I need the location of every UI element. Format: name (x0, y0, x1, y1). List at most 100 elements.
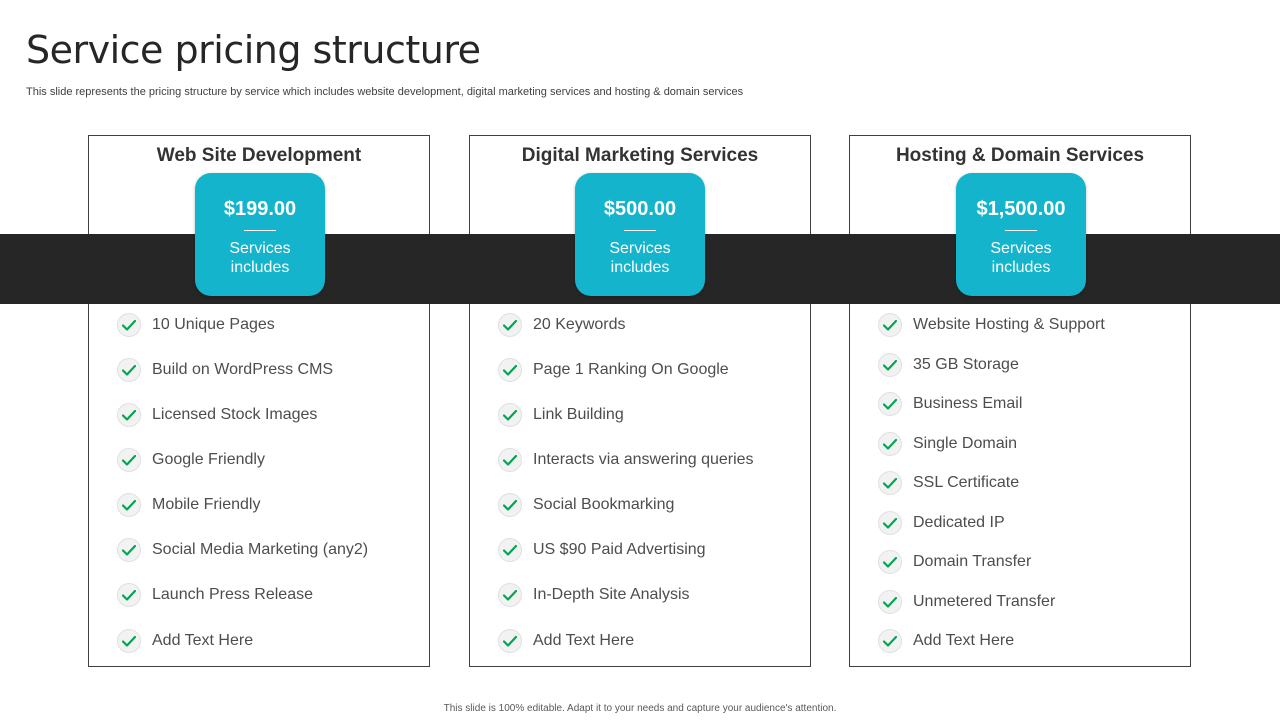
check-icon (878, 471, 902, 495)
list-item: Add Text Here (878, 629, 1014, 653)
check-icon (498, 493, 522, 517)
check-icon (117, 358, 141, 382)
price-divider (1005, 230, 1037, 231)
feature-label: Mobile Friendly (152, 496, 261, 513)
check-icon (117, 448, 141, 472)
price-value: $500.00 (603, 198, 677, 220)
check-icon (498, 448, 522, 472)
feature-label: SSL Certificate (913, 474, 1020, 491)
list-item: Launch Press Release (117, 583, 313, 607)
price-divider (624, 230, 656, 231)
price-caption: Services includes (575, 239, 705, 277)
price-divider (244, 230, 276, 231)
feature-label: Social Media Marketing (any2) (152, 541, 369, 558)
feature-label: Website Hosting & Support (913, 316, 1105, 333)
list-item: Social Bookmarking (498, 493, 674, 517)
price-caption-line-1: Services (229, 240, 291, 257)
check-icon (117, 403, 141, 427)
price-caption-line-1: Services (609, 240, 671, 257)
price-value: $1,500.00 (976, 198, 1066, 220)
check-icon (498, 403, 522, 427)
feature-label: Google Friendly (152, 451, 265, 468)
check-icon (878, 550, 902, 574)
check-icon (878, 313, 902, 337)
list-item: Mobile Friendly (117, 493, 260, 517)
footer-note: This slide is 100% editable. Adapt it to… (443, 703, 837, 714)
card-title: Digital Marketing Services (521, 145, 759, 166)
list-item: 10 Unique Pages (117, 313, 275, 337)
feature-label: Add Text Here (913, 632, 1015, 649)
check-icon (878, 511, 902, 535)
price-value: $199.00 (223, 198, 297, 220)
check-icon (498, 629, 522, 653)
price-caption: Services includes (195, 239, 325, 277)
feature-label: Social Bookmarking (533, 496, 675, 513)
feature-label: 10 Unique Pages (152, 316, 275, 333)
pricing-card-hosting-domain: Hosting & Domain Services Website Hostin… (849, 135, 1191, 667)
price-caption-line-2: includes (991, 259, 1051, 276)
feature-label: Unmetered Transfer (913, 593, 1056, 610)
list-item: Page 1 Ranking On Google (498, 358, 729, 382)
check-icon (878, 432, 902, 456)
list-item: Add Text Here (498, 629, 634, 653)
feature-label: In-Depth Site Analysis (533, 586, 690, 603)
list-item: Add Text Here (117, 629, 253, 653)
feature-label: Licensed Stock Images (152, 406, 318, 423)
price-caption-line-1: Services (990, 240, 1052, 257)
list-item: Interacts via answering queries (498, 448, 754, 472)
list-item: Unmetered Transfer (878, 590, 1055, 614)
price-caption-line-2: includes (230, 259, 290, 276)
list-item: Link Building (498, 403, 624, 427)
feature-label: Single Domain (913, 435, 1018, 452)
check-icon (878, 590, 902, 614)
list-item: 35 GB Storage (878, 353, 1019, 377)
feature-label: Build on WordPress CMS (152, 361, 334, 378)
list-item: Social Media Marketing (any2) (117, 538, 368, 562)
feature-label: US $90 Paid Advertising (533, 541, 706, 558)
list-item: Business Email (878, 392, 1022, 416)
list-item: Website Hosting & Support (878, 313, 1105, 337)
feature-label: Domain Transfer (913, 553, 1032, 570)
check-icon (117, 313, 141, 337)
check-icon (498, 583, 522, 607)
check-icon (117, 583, 141, 607)
check-icon (498, 538, 522, 562)
card-title: Web Site Development (156, 145, 362, 166)
feature-label: Add Text Here (533, 632, 635, 649)
page-title: Service pricing structure (26, 28, 481, 72)
list-item: Licensed Stock Images (117, 403, 317, 427)
check-icon (498, 358, 522, 382)
price-caption-line-2: includes (610, 259, 670, 276)
list-item: In-Depth Site Analysis (498, 583, 690, 607)
feature-label: Link Building (533, 406, 624, 423)
check-icon (878, 629, 902, 653)
feature-label: 20 Keywords (533, 316, 626, 333)
list-item: Single Domain (878, 432, 1017, 456)
check-icon (117, 538, 141, 562)
check-icon (498, 313, 522, 337)
page-subtitle: This slide represents the pricing struct… (26, 86, 744, 98)
list-item: Build on WordPress CMS (117, 358, 333, 382)
feature-label: Dedicated IP (913, 514, 1005, 531)
feature-label: Add Text Here (152, 632, 254, 649)
price-caption: Services includes (956, 239, 1086, 277)
price-badge-web-development: $199.00 Services includes (195, 173, 325, 296)
feature-label: Launch Press Release (152, 586, 313, 603)
check-icon (878, 353, 902, 377)
check-icon (878, 392, 902, 416)
card-title: Hosting & Domain Services (895, 145, 1145, 166)
list-item: SSL Certificate (878, 471, 1019, 495)
list-item: Google Friendly (117, 448, 265, 472)
list-item: Domain Transfer (878, 550, 1031, 574)
price-badge-digital-marketing: $500.00 Services includes (575, 173, 705, 296)
check-icon (117, 629, 141, 653)
feature-label: 35 GB Storage (913, 356, 1019, 373)
price-badge-hosting-domain: $1,500.00 Services includes (956, 173, 1086, 296)
list-item: US $90 Paid Advertising (498, 538, 706, 562)
list-item: Dedicated IP (878, 511, 1005, 535)
check-icon (117, 493, 141, 517)
feature-label: Business Email (913, 395, 1023, 412)
feature-label: Interacts via answering queries (533, 451, 754, 468)
list-item: 20 Keywords (498, 313, 626, 337)
feature-label: Page 1 Ranking On Google (533, 361, 729, 378)
